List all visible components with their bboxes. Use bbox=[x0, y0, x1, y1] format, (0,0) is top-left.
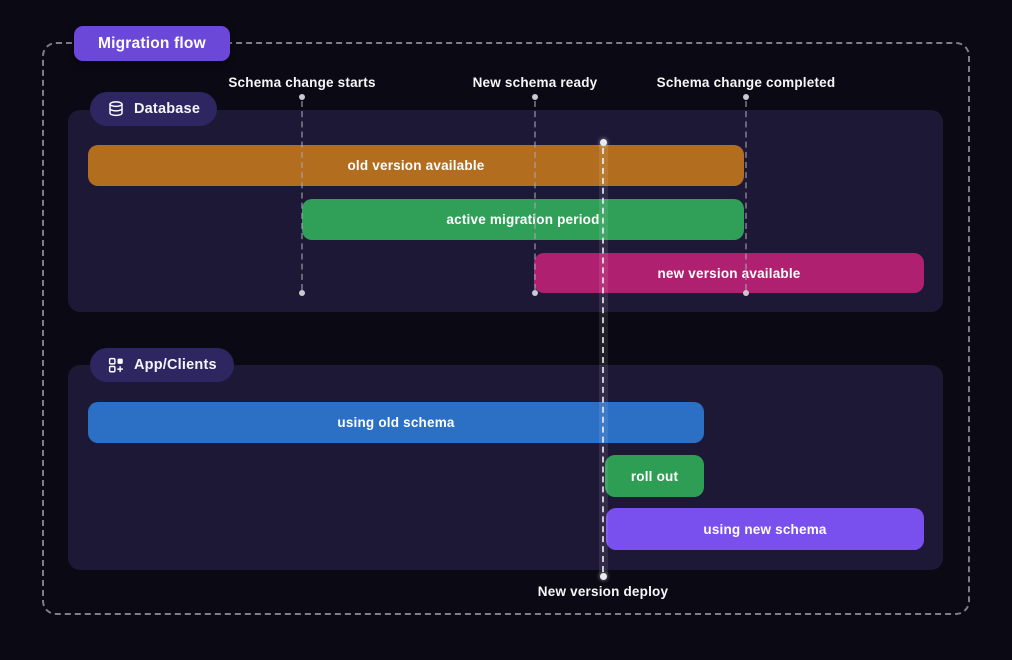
milestone-dot-top-schema-change-starts bbox=[299, 94, 305, 100]
timeline-bar-old-version-available: old version available bbox=[88, 145, 744, 186]
deploy-dot-bottom bbox=[600, 573, 607, 580]
milestone-label-schema-change-completed: Schema change completed bbox=[656, 75, 836, 90]
timeline-bar-using-old-schema: using old schema bbox=[88, 402, 704, 443]
timeline-bar-active-migration-period: active migration period bbox=[302, 199, 744, 240]
milestone-dashed-line-new-schema-ready bbox=[534, 101, 536, 290]
title-badge-label: Migration flow bbox=[98, 34, 206, 52]
timeline-bar-label: using new schema bbox=[703, 521, 827, 537]
section-badge-database: Database bbox=[90, 92, 218, 126]
milestone-dot-top-schema-change-completed bbox=[743, 94, 749, 100]
milestone-label-new-schema-ready: New schema ready bbox=[472, 75, 598, 90]
deploy-dashed-line bbox=[602, 148, 604, 572]
section-badge-label: Database bbox=[134, 101, 201, 117]
section-badge-app-clients: App/Clients bbox=[90, 348, 234, 382]
milestone-dashed-line-schema-change-completed bbox=[745, 101, 747, 290]
database-icon bbox=[109, 101, 123, 117]
timeline-bar-label: using old schema bbox=[337, 415, 455, 430]
title-badge: Migration flow bbox=[74, 26, 230, 61]
milestone-dot-top-new-schema-ready bbox=[532, 94, 538, 100]
timeline-bar-label: roll out bbox=[630, 468, 679, 484]
section-badge-label: App/Clients bbox=[134, 357, 217, 373]
milestone-dot-bottom-schema-change-starts bbox=[299, 290, 305, 296]
milestone-label-schema-change-starts: Schema change starts bbox=[228, 75, 376, 90]
deploy-label: New version deploy bbox=[537, 584, 669, 599]
timeline-bar-roll-out: roll out bbox=[605, 455, 704, 497]
timeline-bar-label: active migration period bbox=[446, 212, 600, 227]
timeline-bar-label: new version available bbox=[657, 265, 801, 281]
timeline-bar-new-version-available: new version available bbox=[534, 253, 924, 293]
timeline-bar-using-new-schema: using new schema bbox=[606, 508, 924, 550]
dashed-frame bbox=[42, 42, 970, 615]
deploy-dot-top bbox=[600, 139, 607, 146]
apps-plus-icon bbox=[108, 357, 124, 373]
milestone-dot-bottom-new-schema-ready bbox=[532, 290, 538, 296]
timeline-bar-label: old version available bbox=[347, 158, 485, 173]
milestone-dot-bottom-schema-change-completed bbox=[743, 290, 749, 296]
milestone-dashed-line-schema-change-starts bbox=[301, 101, 303, 290]
